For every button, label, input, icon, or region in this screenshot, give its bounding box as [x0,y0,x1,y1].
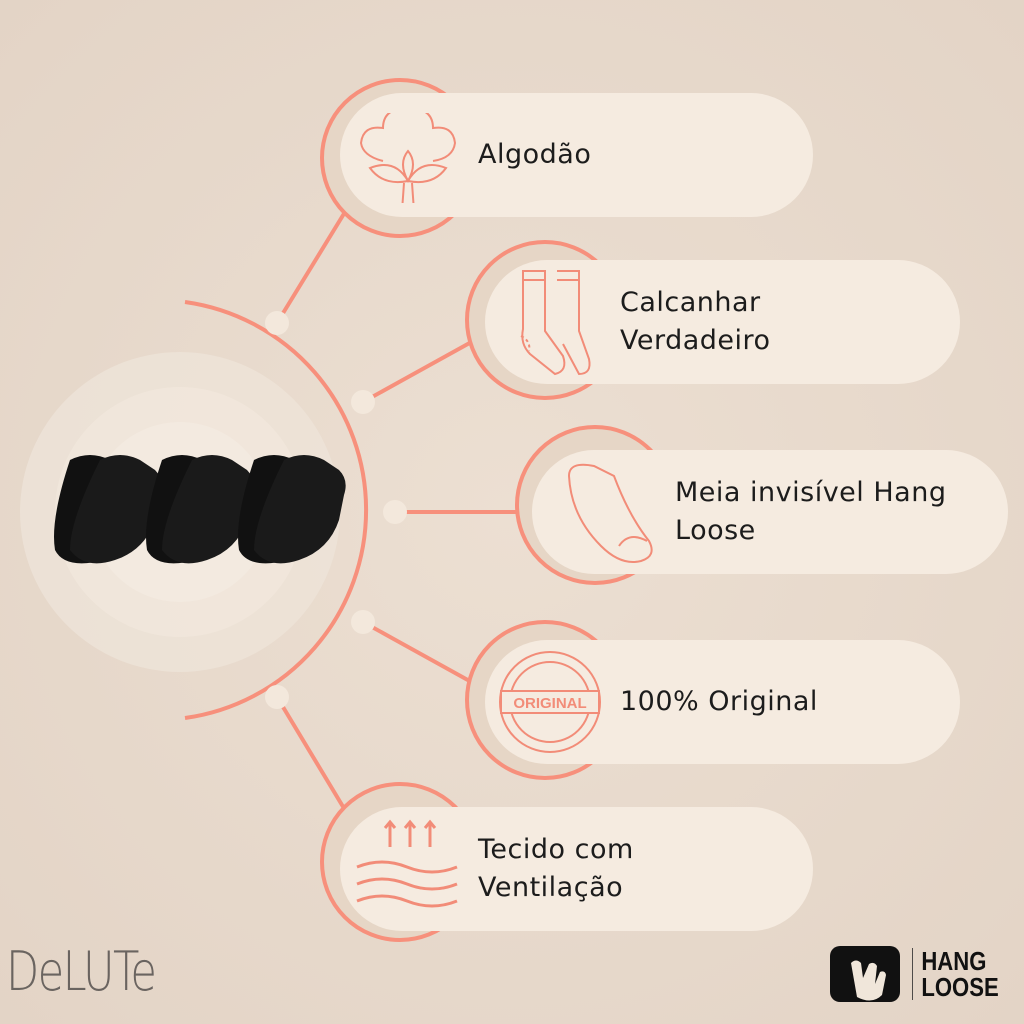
hang-loose-hand-icon [829,946,900,1002]
cotton-icon [359,113,457,203]
feature-cotton: Algodão [340,93,813,217]
feature-original: ORIGINAL 100% Original [485,640,960,764]
original-stamp-icon: ORIGINAL [499,651,601,753]
socks-product-image [54,455,346,564]
invisible-sock-icon [567,463,653,563]
delute-logo: DeLUTe [6,940,157,1003]
feature-label: Algodão [478,139,592,170]
svg-text:ORIGINAL: ORIGINAL [513,695,586,712]
ventilation-icon [356,819,458,908]
feature-label: 100% Original [620,686,818,717]
socks-icon [520,270,591,376]
